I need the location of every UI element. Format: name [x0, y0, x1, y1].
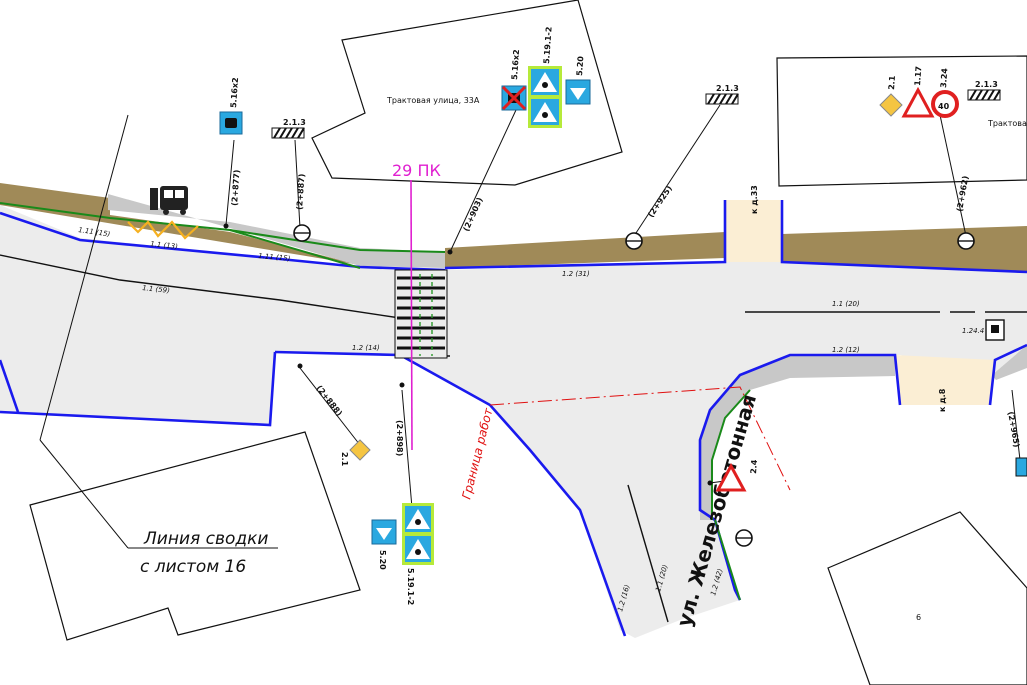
dead-end-sign-icon — [565, 79, 591, 105]
sign-code: 5.20 — [575, 55, 585, 76]
dead-end-sign-icon — [371, 519, 397, 545]
picket-label: 29 ПК — [392, 161, 441, 180]
sign-code: 2.1 — [340, 452, 349, 467]
marking-label: 1.1 (20) — [832, 300, 860, 308]
work-border-line — [489, 386, 791, 491]
main-road — [0, 205, 1027, 638]
crosswalk-sign-pair-icon — [402, 503, 434, 565]
marking-labels: 1.11 (15) 1.1 (13) 1.11 (15) 1.1 (59) 1.… — [78, 226, 985, 612]
address-33a: Трактовая улица, 33А — [386, 96, 480, 105]
warning-triangle-sign-icon — [901, 86, 935, 118]
marking-label: 1.11 (15) — [258, 252, 291, 263]
sign-code: 5.20 — [378, 550, 387, 570]
sign-code: 5.19.1-2 — [542, 26, 554, 64]
curb-pad-upper — [725, 200, 782, 262]
summary-line — [39, 114, 278, 549]
building-number: 6 — [916, 613, 921, 622]
sidewalk-far-right — [992, 345, 1027, 380]
verge-right — [445, 232, 725, 268]
hatch-sign-icon — [705, 93, 739, 105]
zebra-crossing — [394, 269, 448, 359]
sign-code: 2.1 — [887, 75, 897, 90]
curb-pad-lower — [895, 355, 995, 405]
chainage-label: (2+887) — [295, 173, 307, 210]
speed-limit-value: 40 — [938, 102, 950, 111]
sign-code: 2.4 — [749, 459, 759, 474]
picket-line — [410, 179, 413, 451]
curb-label-1: к д.33 — [750, 185, 759, 214]
bus-stop-sign-icon — [219, 111, 243, 135]
hatch-sign-icon — [271, 127, 305, 139]
building-lower-left — [29, 431, 361, 641]
marking-label: 1.2 (31) — [562, 270, 590, 278]
sign-code: 5.16х2 — [510, 49, 521, 80]
chainage-label: (2+888) — [314, 384, 343, 418]
building-33a — [311, 0, 623, 186]
building-tractovaya — [776, 55, 1027, 187]
verge-left — [0, 183, 360, 265]
pole-points — [223, 223, 713, 486]
sign-leaders — [225, 104, 1021, 509]
marking-label: 1.2 (14) — [352, 344, 380, 352]
work-border-label: Граница работ — [459, 406, 495, 501]
edge-sign-icon — [1015, 457, 1027, 477]
sign-code: 3.24 — [939, 67, 949, 88]
main-road-sign-icon — [349, 439, 371, 461]
marking-label: 1.11 (15) — [78, 226, 111, 238]
marking-label: 1.1 (59) — [142, 284, 171, 295]
summary-note-line2: с листом 16 — [140, 557, 246, 577]
marking-label: 1.2 (12) — [832, 346, 860, 354]
chainage-label: (2+877) — [230, 169, 242, 206]
sign-code: 5.19.1-2 — [406, 568, 415, 605]
marking-label: 1.24.4 — [962, 327, 984, 335]
buildings — [29, 0, 1027, 685]
chainage-label: (2+925) — [646, 184, 674, 219]
yield-sign-icon — [715, 462, 747, 492]
lamp-post-marks — [294, 232, 974, 539]
sign-code: 2.1.3 — [975, 80, 998, 89]
sidewalk-right-curve — [700, 355, 895, 520]
bus-stop-zigzag — [127, 220, 199, 240]
bus-stop-icon — [150, 186, 188, 215]
no-bus-stop-sign-icon — [501, 85, 527, 111]
chainage-label: (2+903) — [462, 196, 485, 233]
curb-label-2: к д.8 — [938, 388, 947, 412]
hatch-sign-icon — [967, 89, 1001, 101]
main-road-sign-icon — [879, 93, 903, 117]
sign-code: 5.16х2 — [229, 77, 240, 108]
sign-code: 1.17 — [913, 66, 923, 86]
summary-note-line1: Линия сводки — [143, 529, 268, 549]
marking-icon-inner — [991, 325, 999, 333]
sign-code: 2.1.3 — [283, 118, 306, 127]
address-tractovaya: Трактовая у — [987, 119, 1027, 128]
chainage-label: (2+898) — [395, 420, 404, 456]
chainage-label: (2+965) — [1006, 411, 1021, 448]
sign-code: 2.1.3 — [716, 84, 739, 93]
building-6 — [827, 511, 1027, 685]
crosswalk-sign-pair-icon — [528, 66, 562, 128]
speed-limit-sign-icon — [931, 90, 959, 118]
marking-label: 1.1 (13) — [150, 240, 179, 251]
